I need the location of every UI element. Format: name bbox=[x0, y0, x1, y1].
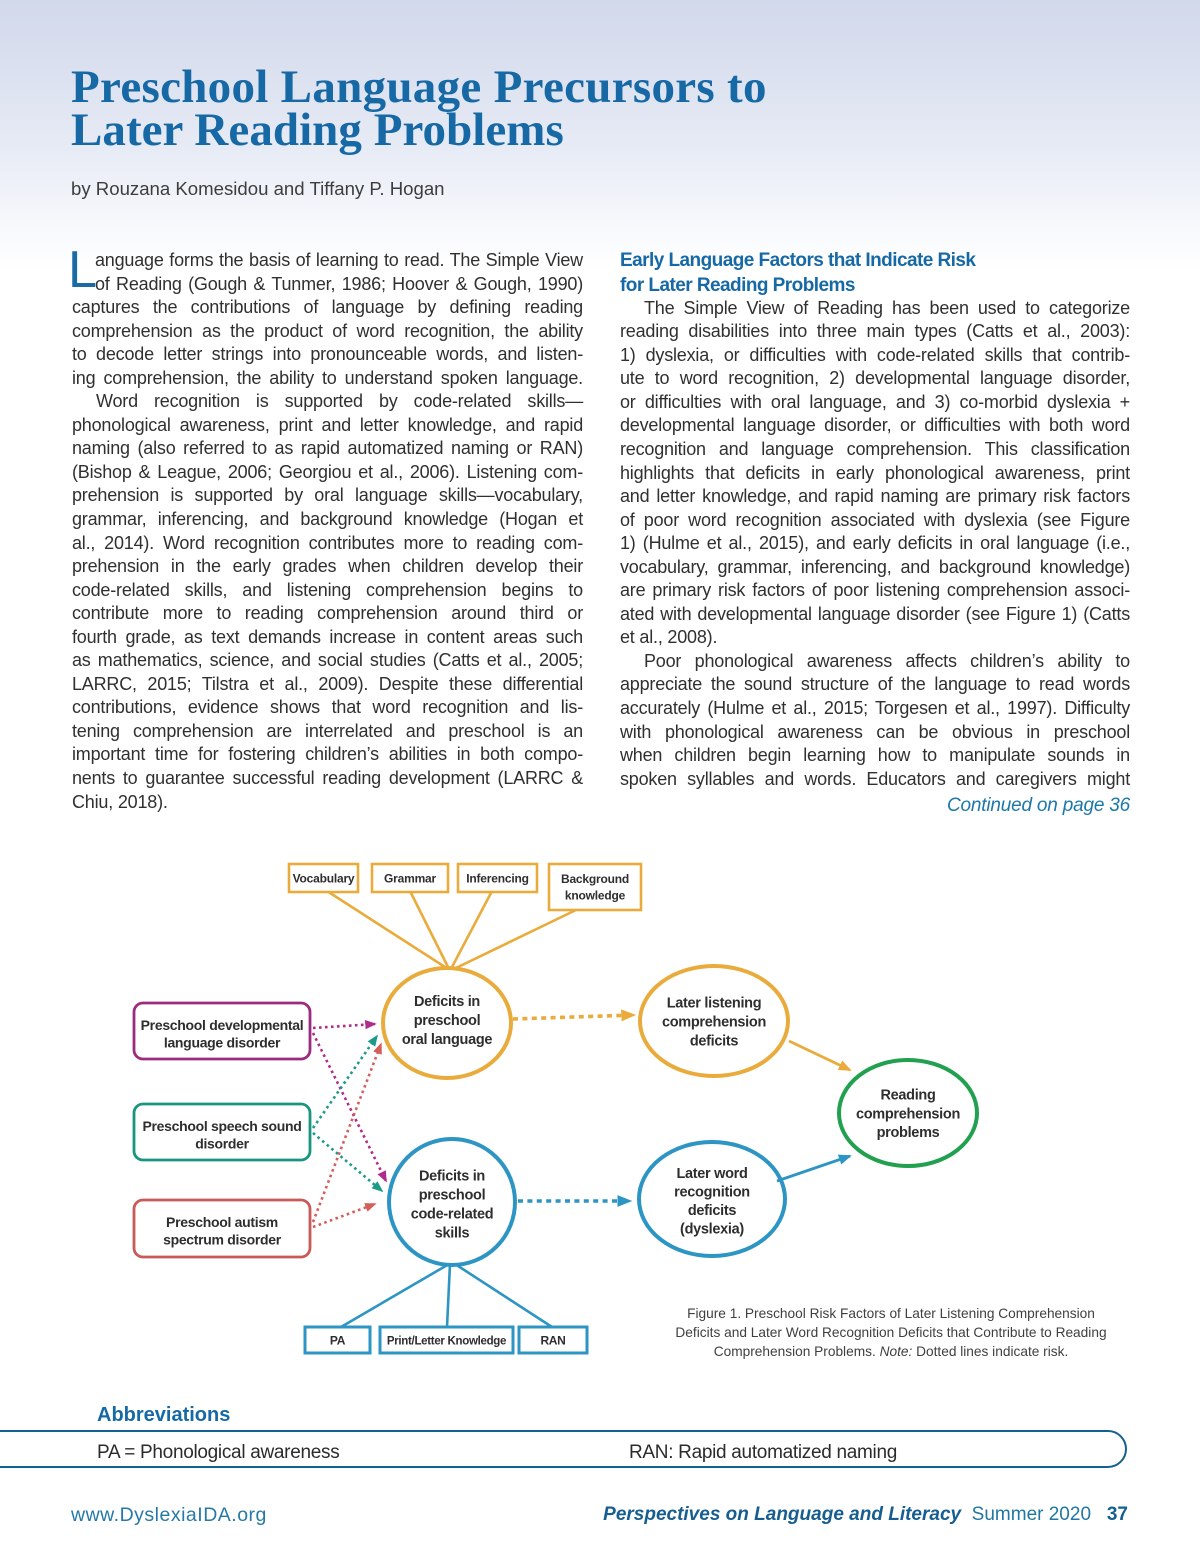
svg-text:Deficits in: Deficits in bbox=[414, 994, 480, 1010]
svg-text:Later word: Later word bbox=[676, 1166, 747, 1182]
svg-text:comprehension: comprehension bbox=[662, 1015, 766, 1031]
svg-text:oral language: oral language bbox=[402, 1032, 493, 1048]
svg-text:skills: skills bbox=[435, 1226, 470, 1242]
svg-text:Figure 1. Preschool Risk Facto: Figure 1. Preschool Risk Factors of Late… bbox=[687, 1306, 1095, 1321]
svg-text:Later listening: Later listening bbox=[667, 996, 762, 1012]
svg-text:Vocabulary: Vocabulary bbox=[293, 872, 355, 886]
svg-text:language disorder: language disorder bbox=[164, 1035, 281, 1051]
svg-text:code-related: code-related bbox=[411, 1207, 494, 1223]
svg-text:Preschool autism: Preschool autism bbox=[166, 1214, 278, 1230]
svg-text:deficits: deficits bbox=[690, 1034, 739, 1050]
svg-text:Deficits and Later Word Recogn: Deficits and Later Word Recognition Defi… bbox=[675, 1325, 1106, 1340]
svg-text:Comprehension Problems. Note:: Comprehension Problems. Note: Dotted lin… bbox=[714, 1344, 1069, 1359]
svg-text:Preschool developmental: Preschool developmental bbox=[141, 1017, 304, 1033]
svg-text:deficits: deficits bbox=[688, 1203, 737, 1219]
svg-text:knowledge: knowledge bbox=[565, 889, 626, 903]
svg-text:Preschool speech sound: Preschool speech sound bbox=[142, 1118, 301, 1134]
svg-text:Background: Background bbox=[561, 872, 629, 886]
svg-text:preschool: preschool bbox=[419, 1188, 486, 1204]
svg-text:Reading: Reading bbox=[880, 1088, 935, 1104]
svg-text:Deficits in: Deficits in bbox=[419, 1169, 485, 1185]
svg-text:problems: problems bbox=[877, 1125, 940, 1141]
svg-text:Print/Letter Knowledge: Print/Letter Knowledge bbox=[387, 1336, 506, 1348]
svg-text:preschool: preschool bbox=[414, 1013, 481, 1029]
svg-text:PA: PA bbox=[330, 1334, 346, 1348]
svg-text:Inferencing: Inferencing bbox=[466, 872, 528, 886]
svg-text:spectrum disorder: spectrum disorder bbox=[163, 1232, 282, 1248]
svg-text:Grammar: Grammar bbox=[384, 872, 436, 886]
svg-text:comprehension: comprehension bbox=[856, 1107, 960, 1123]
svg-text:disorder: disorder bbox=[195, 1136, 249, 1152]
svg-text:recognition: recognition bbox=[674, 1185, 750, 1201]
svg-text:RAN: RAN bbox=[540, 1334, 565, 1348]
svg-text:(dyslexia): (dyslexia) bbox=[680, 1222, 744, 1238]
